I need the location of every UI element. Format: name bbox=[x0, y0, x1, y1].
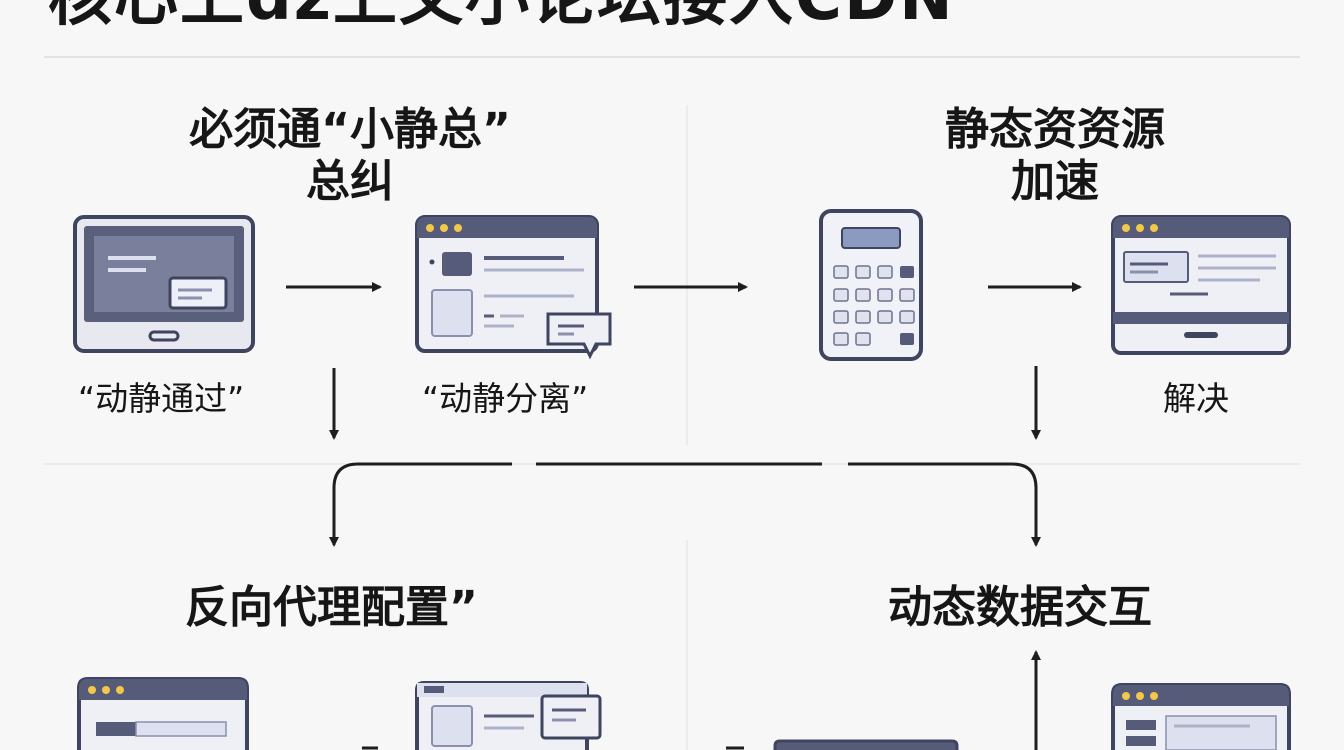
heading-top-left-line-2: 总纠 bbox=[306, 155, 394, 207]
page-title: 核心上dz上文小论坛接入CDN bbox=[48, 0, 955, 30]
title-divider bbox=[44, 56, 1300, 58]
heading-top-right-line-1: 静态资资源 bbox=[945, 104, 1165, 155]
browser-window-icon bbox=[415, 215, 612, 360]
caption-browser: “动静分离” bbox=[422, 379, 589, 418]
grid-divider-top bbox=[686, 105, 688, 445]
connector-left-branch bbox=[329, 462, 512, 547]
heading-bottom-left: 反向代理配置” bbox=[185, 582, 478, 633]
bottom-monitor-icon-right bbox=[1111, 683, 1291, 750]
monitor-icon bbox=[1111, 215, 1291, 355]
bottom-browser-icon-left bbox=[77, 677, 249, 750]
calculator-icon bbox=[819, 209, 923, 361]
heading-bottom-right: 动态数据交互 bbox=[888, 582, 1152, 633]
connector-right-branch bbox=[848, 462, 1041, 547]
heading-top-left-line-1: 必须通“小静总” bbox=[189, 104, 511, 155]
bottom-browser-icon-middle bbox=[415, 681, 602, 750]
heading-top-right: 静态资资源 加速 bbox=[900, 104, 1210, 208]
grid-divider-bottom bbox=[686, 540, 688, 750]
caption-laptop: “动静通过” bbox=[78, 379, 245, 418]
heading-top-right-line-2: 加速 bbox=[1011, 155, 1099, 207]
laptop-icon bbox=[73, 215, 255, 353]
heading-top-left: 必须通“小静总” 总纠 bbox=[150, 104, 550, 208]
caption-monitor: 解决 bbox=[1163, 379, 1229, 418]
bottom-device-icon bbox=[773, 739, 959, 750]
